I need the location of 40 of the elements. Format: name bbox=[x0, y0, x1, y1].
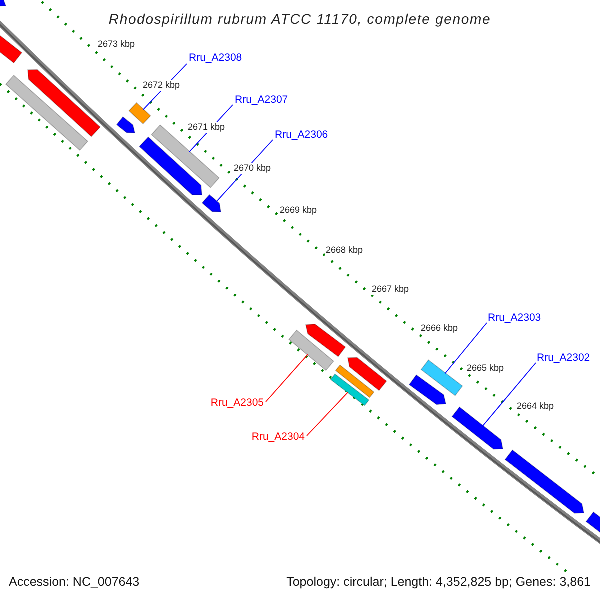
leader-line bbox=[444, 322, 488, 374]
position-label: 2669 kbp bbox=[279, 205, 318, 216]
position-label: 2664 kbp bbox=[516, 401, 556, 412]
gene-block bbox=[306, 324, 346, 358]
position-label: 2666 kbp bbox=[420, 323, 460, 334]
gene-block bbox=[116, 116, 136, 134]
position-label: 2670 kbp bbox=[233, 163, 272, 174]
gene-block bbox=[504, 450, 584, 514]
gene-label: Rru_A2303 bbox=[488, 312, 542, 325]
gene-label: Rru_A2302 bbox=[537, 352, 590, 365]
footer-text: Topology: circular; Length: 4,352,825 bp; Genes: 3,861 bbox=[286, 575, 591, 590]
gene-label: Rru_A2308 bbox=[189, 52, 242, 65]
gene-label: Rru_A2305 bbox=[210, 397, 264, 410]
gene-block bbox=[0, 0, 7, 7]
gene-block bbox=[5, 74, 89, 152]
gene-block bbox=[420, 360, 464, 396]
gene-label: Rru_A2306 bbox=[275, 129, 328, 142]
gene-label: Rru_A2304 bbox=[252, 431, 305, 444]
position-label: 2673 kbp bbox=[97, 39, 136, 50]
gene-block bbox=[128, 102, 152, 125]
gene-block bbox=[408, 374, 446, 406]
position-label: 2665 kbp bbox=[466, 363, 506, 374]
leader-line bbox=[306, 392, 349, 436]
leader-line bbox=[266, 354, 308, 402]
gene-block bbox=[28, 70, 101, 138]
position-label: 2668 kbp bbox=[325, 245, 364, 256]
gene-block bbox=[202, 194, 222, 212]
gene-block bbox=[335, 364, 375, 398]
gene-block bbox=[452, 406, 504, 450]
gene-block bbox=[330, 374, 370, 406]
footer-text: Accession: NC_007643 bbox=[9, 575, 140, 590]
title: Rhodospirillum rubrum ATCC 11170, complete genome bbox=[108, 10, 492, 29]
gene-block bbox=[139, 136, 202, 196]
position-label: 2667 kbp bbox=[371, 284, 410, 295]
gene-block bbox=[288, 330, 334, 372]
position-label: 2672 kbp bbox=[142, 80, 182, 91]
leader-line bbox=[482, 362, 536, 427]
position-label: 2671 kbp bbox=[187, 122, 226, 133]
gene-label: Rru_A2307 bbox=[235, 94, 288, 107]
gene-block bbox=[348, 357, 388, 392]
